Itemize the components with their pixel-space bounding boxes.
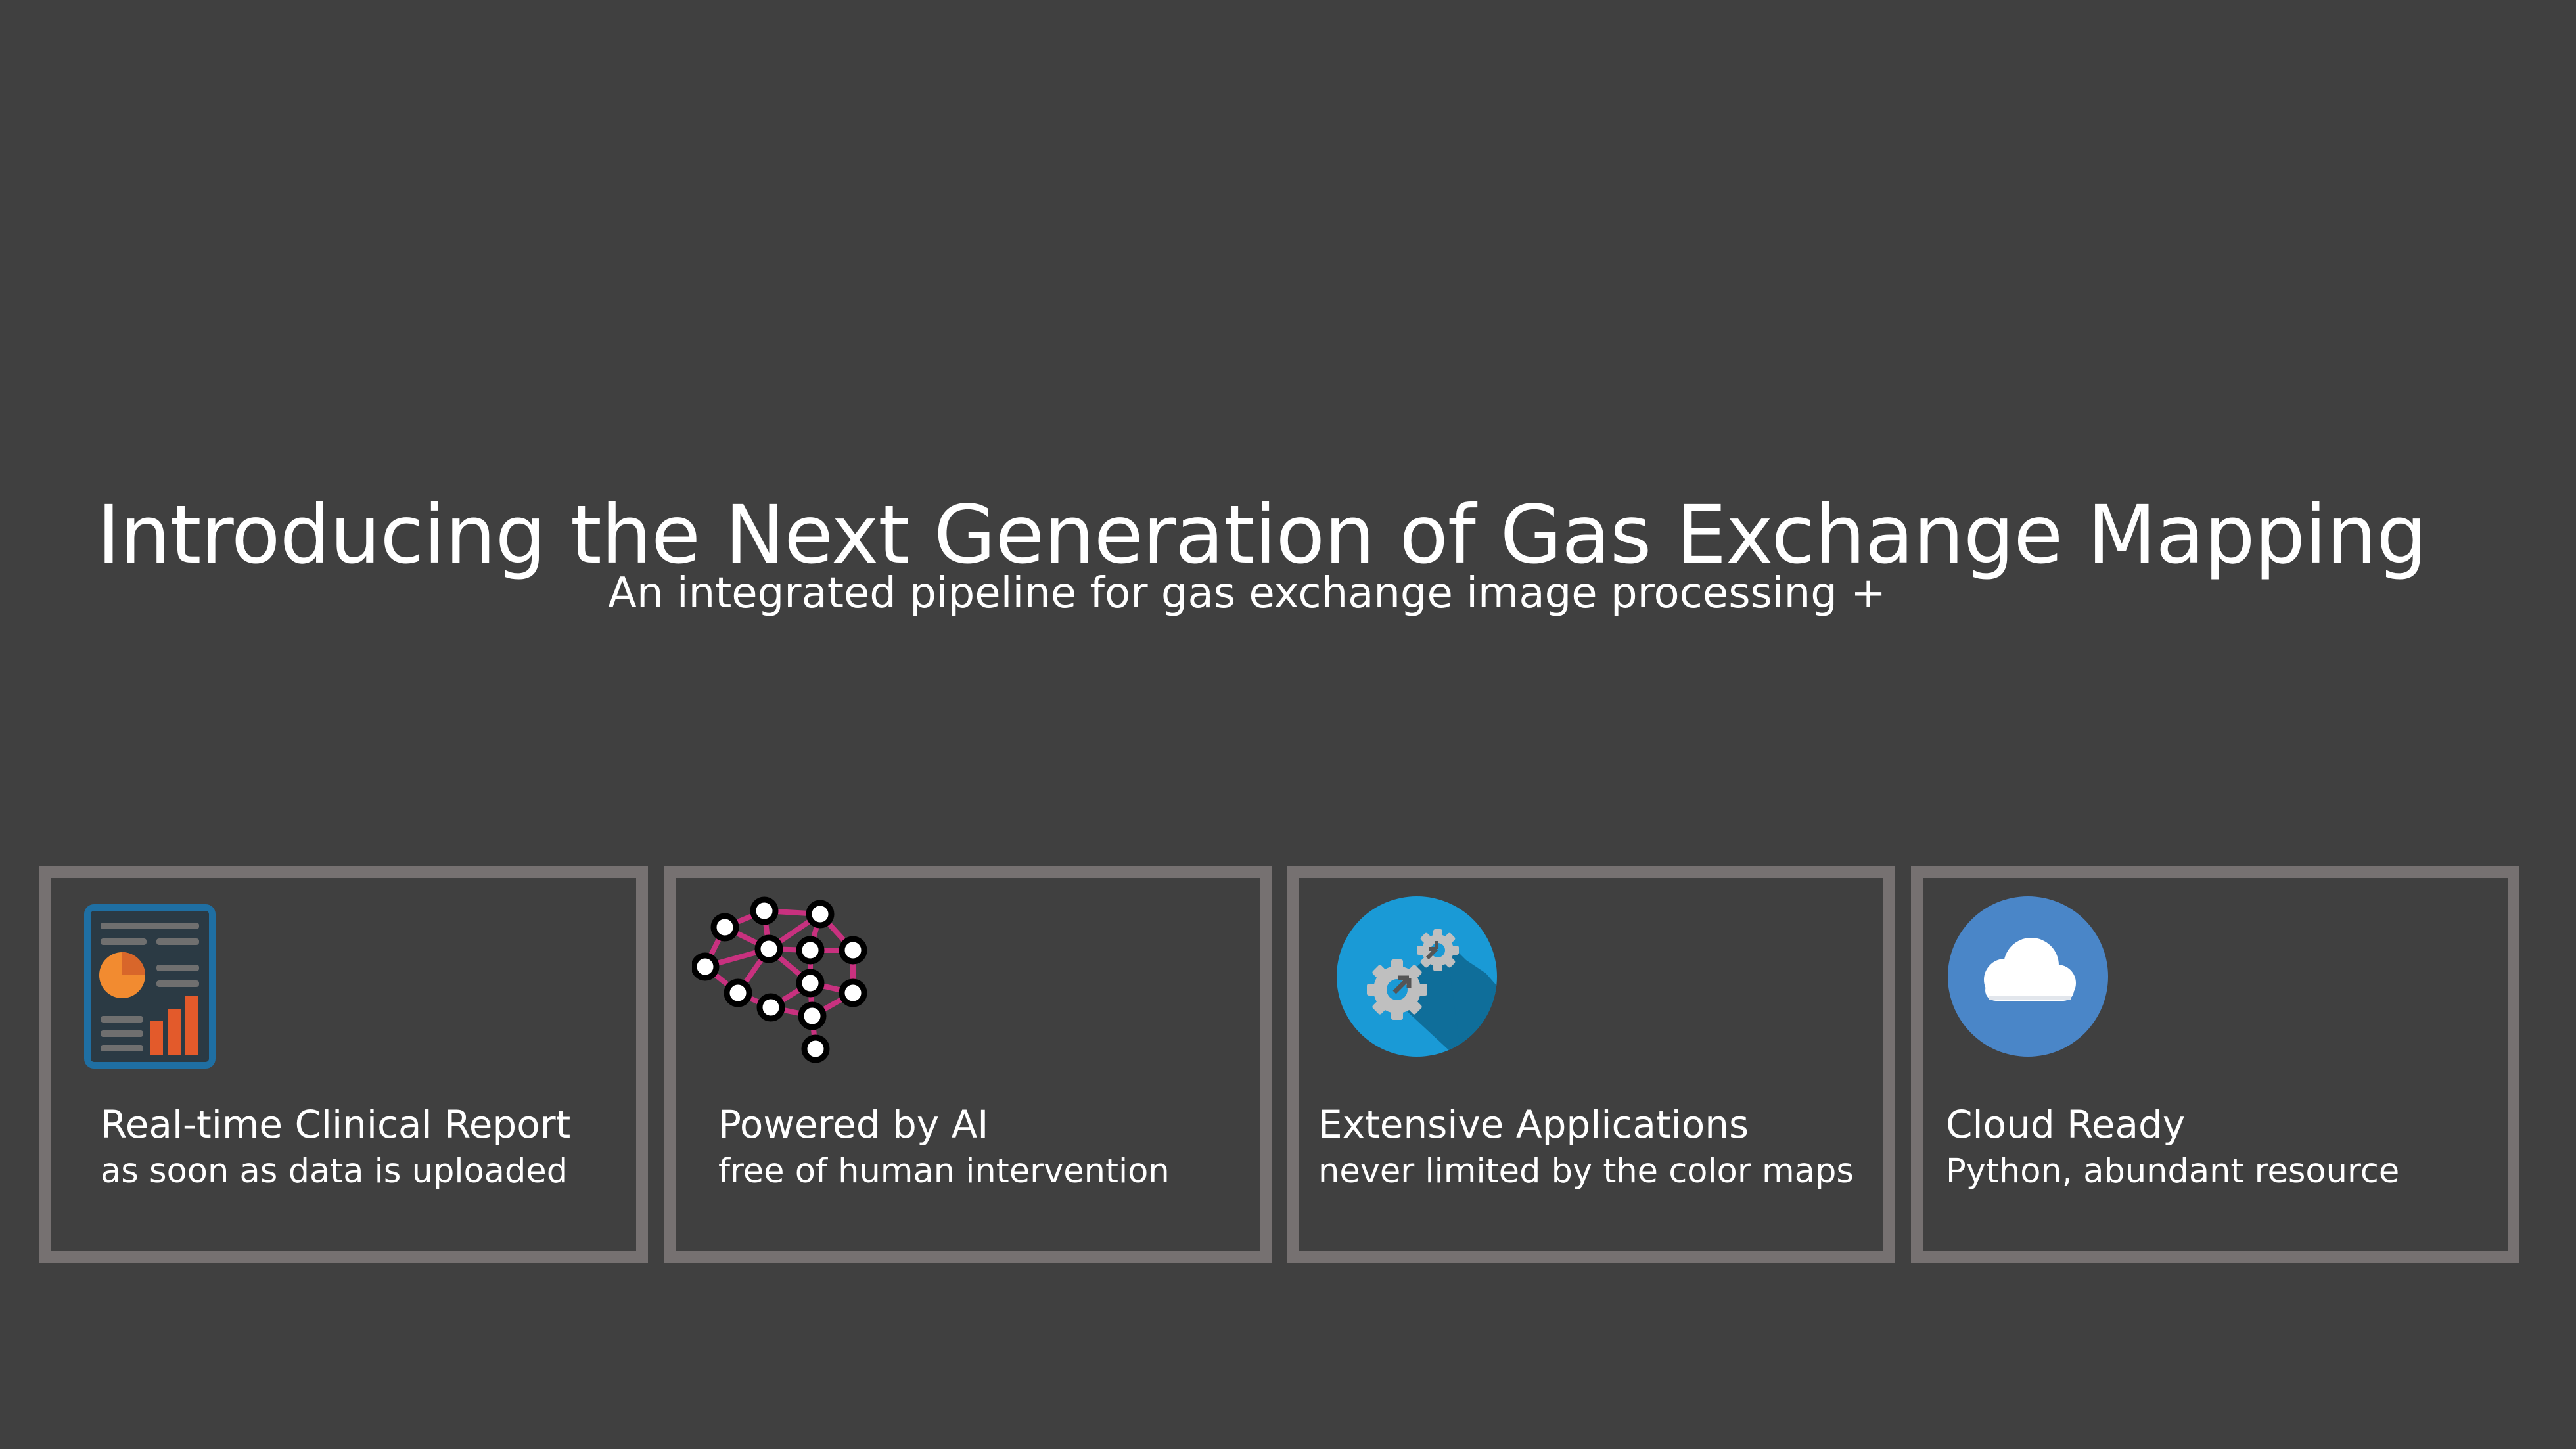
cloud-icon bbox=[1946, 894, 2123, 1072]
feature-card-clinical-report: Real-time Clinical Report as soon as dat… bbox=[39, 866, 648, 1263]
card-title: Powered by AI bbox=[718, 1102, 989, 1147]
feature-card-ai: Powered by AI free of human intervention bbox=[664, 866, 1272, 1263]
feature-card-cloud: Cloud Ready Python, abundant resource bbox=[1911, 866, 2519, 1263]
card-description: never limited by the color maps bbox=[1318, 1152, 1854, 1191]
card-description: as soon as data is uploaded bbox=[101, 1152, 568, 1191]
slide-subtitle: An integrated pipeline for gas exchange … bbox=[608, 569, 1886, 618]
slide-title: Introducing the Next Generation of Gas E… bbox=[97, 488, 2427, 582]
neural-network-brain-icon bbox=[692, 888, 869, 1065]
clinical-report-icon bbox=[84, 904, 262, 1082]
gears-icon bbox=[1335, 894, 1512, 1072]
card-title: Extensive Applications bbox=[1318, 1102, 1749, 1147]
card-title: Cloud Ready bbox=[1946, 1102, 2186, 1147]
feature-card-applications: Extensive Applications never limited by … bbox=[1287, 866, 1895, 1263]
card-description: Python, abundant resource bbox=[1946, 1152, 2400, 1191]
card-title: Real-time Clinical Report bbox=[101, 1102, 571, 1147]
card-description: free of human intervention bbox=[718, 1152, 1170, 1191]
